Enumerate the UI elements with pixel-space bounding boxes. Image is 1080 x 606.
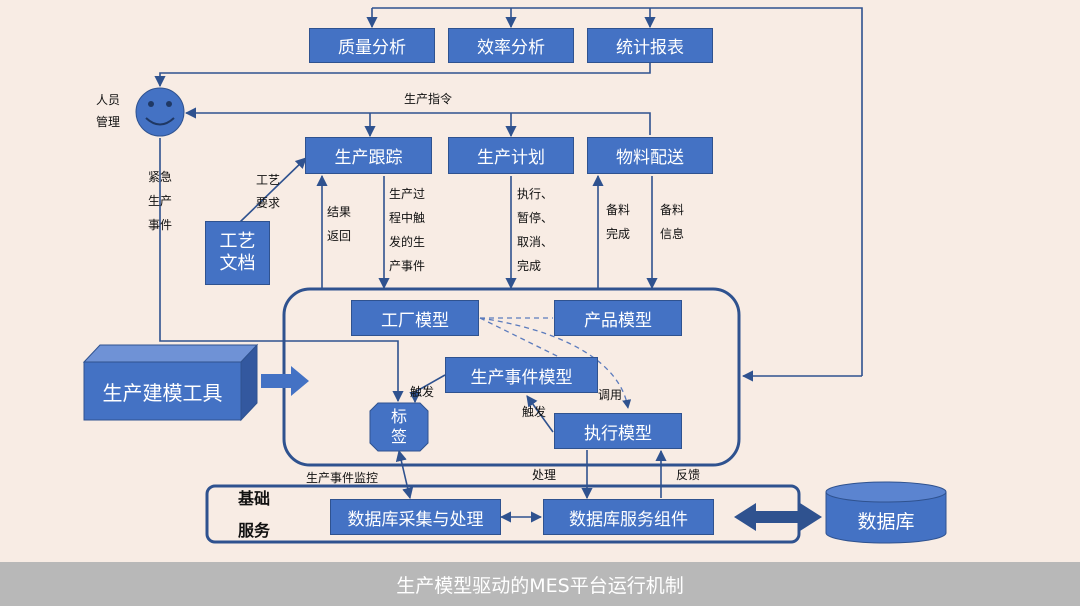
emergency-label-1: 紧急 [148, 170, 173, 184]
process-events-label-4: 产事件 [389, 259, 426, 273]
event-model-label: 生产事件模型 [470, 367, 573, 388]
production-plan-label: 生产计划 [477, 148, 545, 168]
craft-req-label-1: 工艺 [256, 173, 281, 187]
material-done-label-2: 完成 [606, 227, 631, 241]
quality-analysis-label: 质量分析 [338, 38, 406, 58]
base-service-label-1: 基础 [238, 489, 271, 508]
material-done-label-1: 备料 [606, 203, 631, 217]
db-collect-label: 数据库采集与处理 [347, 509, 484, 530]
person-label-2: 管理 [96, 115, 121, 129]
process-label: 处理 [532, 468, 557, 482]
caption-bar: 生产模型驱动的MES平台运行机制 [0, 562, 1080, 606]
process-events-label-2: 程中触 [389, 211, 426, 225]
db-service-box: 数据库服务组件 [543, 499, 714, 535]
trigger-label-2: 触发 [522, 405, 547, 419]
material-delivery-label: 物料配送 [616, 148, 684, 168]
database-label: 数据库 [857, 510, 915, 533]
tool-arrow [261, 366, 309, 396]
db-collect-box: 数据库采集与处理 [330, 499, 501, 535]
stat-report-box: 统计报表 [587, 28, 713, 63]
result-return-label-1: 结果 [327, 205, 352, 219]
factory-model-label: 工厂模型 [381, 310, 449, 331]
factory-model-box: 工厂模型 [351, 300, 479, 336]
person-smiley-icon [135, 87, 185, 137]
craft-doc-box: 工艺 文档 [205, 221, 270, 285]
tag-octagon [369, 402, 429, 452]
material-info-label-2: 信息 [660, 227, 685, 241]
process-events-label-1: 生产过 [389, 187, 426, 201]
result-return-label-2: 返回 [327, 229, 352, 243]
database-text: 数据库 [826, 502, 946, 538]
plan-actions-label-3: 取消、 [517, 235, 554, 249]
exec-model-box: 执行模型 [554, 413, 682, 449]
event-model-box: 生产事件模型 [445, 357, 598, 393]
exec-model-label: 执行模型 [584, 423, 652, 444]
db-double-arrow [734, 503, 822, 531]
material-info-label-1: 备料 [660, 203, 685, 217]
tag-label-1: 标 [390, 407, 407, 426]
person-label-1: 人员 [96, 93, 121, 107]
plan-actions-label-1: 执行、 [517, 187, 554, 201]
craft-req-label-2: 要求 [256, 196, 281, 210]
efficiency-analysis-label: 效率分析 [477, 38, 545, 58]
efficiency-analysis-box: 效率分析 [448, 28, 574, 63]
feedback-label: 反馈 [676, 468, 701, 482]
production-command-label: 生产指令 [404, 92, 453, 106]
modeling-tool-text: 生产建模工具 [84, 362, 241, 420]
modeling-tool-label: 生产建模工具 [102, 380, 223, 405]
trigger-label-1: 触发 [410, 385, 435, 399]
production-plan-box: 生产计划 [448, 137, 574, 174]
product-model-label: 产品模型 [584, 310, 652, 331]
emergency-label-3: 事件 [148, 218, 173, 232]
plan-actions-label-4: 完成 [517, 259, 542, 273]
base-service-label-2: 服务 [238, 521, 271, 540]
emergency-label-2: 生产 [148, 194, 173, 208]
material-delivery-box: 物料配送 [587, 137, 713, 174]
craft-doc-label-2: 文档 [219, 253, 256, 274]
stat-report-label: 统计报表 [616, 38, 684, 58]
call-label: 调用 [598, 388, 623, 402]
db-service-label: 数据库服务组件 [569, 509, 688, 530]
process-events-label-3: 发的生 [389, 235, 426, 249]
product-model-box: 产品模型 [554, 300, 682, 336]
event-monitor-label: 生产事件监控 [306, 471, 379, 485]
production-tracking-box: 生产跟踪 [305, 137, 432, 174]
caption-text: 生产模型驱动的MES平台运行机制 [396, 574, 684, 597]
quality-analysis-box: 质量分析 [309, 28, 435, 63]
database-cylinder-icon [825, 481, 947, 544]
modeling-tool-shape [82, 343, 259, 422]
tag-label-2: 签 [390, 427, 407, 446]
craft-doc-label-1: 工艺 [219, 231, 256, 252]
tag-text: 标 签 [370, 405, 428, 449]
plan-actions-label-2: 暂停、 [517, 211, 554, 225]
production-tracking-label: 生产跟踪 [334, 148, 403, 168]
